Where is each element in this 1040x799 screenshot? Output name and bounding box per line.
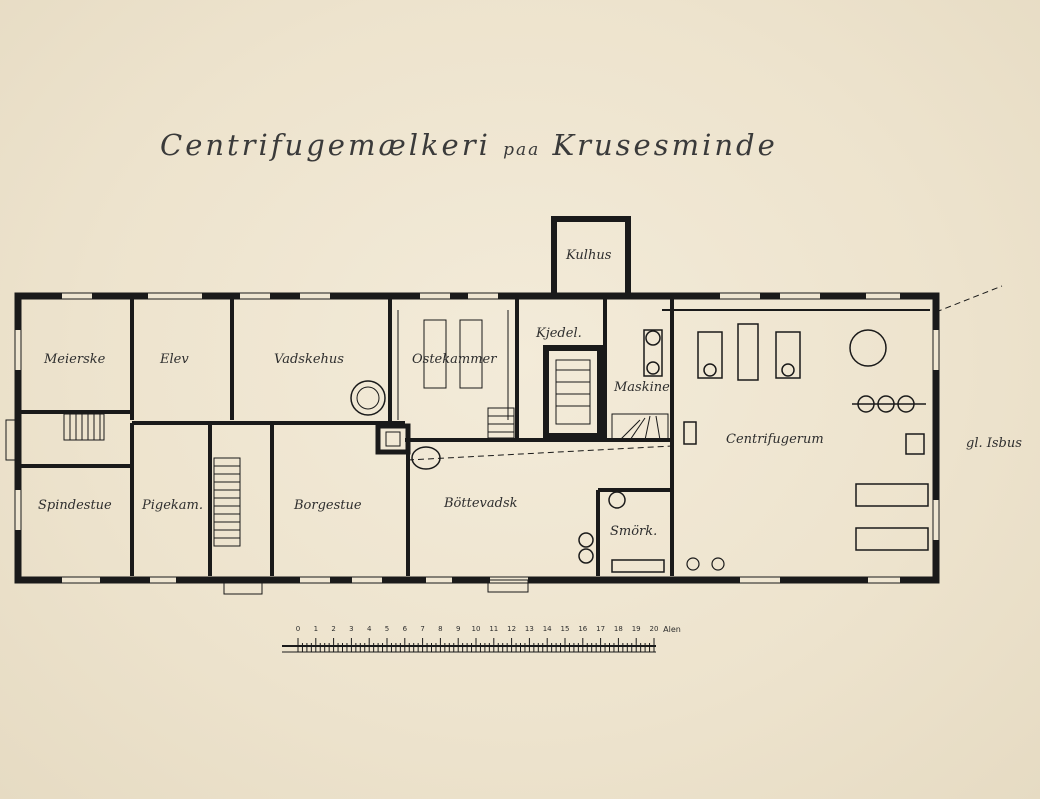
room-label-kjedel: Kjedel. <box>536 326 582 341</box>
scale-tick-label: 17 <box>596 625 606 633</box>
scale-tick-label: 6 <box>402 625 408 633</box>
chimney <box>375 423 411 455</box>
scale-tick-label: 19 <box>631 625 641 633</box>
scale-tick-label: 0 <box>295 625 301 633</box>
scale-tick-label: 15 <box>560 625 570 633</box>
room-label-meierske: Meierske <box>44 352 106 367</box>
scale-tick-label: 13 <box>524 625 534 633</box>
scale-tick-label: 9 <box>455 625 461 633</box>
room-label-elev: Elev <box>160 352 189 367</box>
trough <box>411 446 441 470</box>
steam-engine <box>643 329 663 377</box>
scale-tick-label: 11 <box>489 625 499 633</box>
scale-tick-label: 20 <box>649 625 659 633</box>
scale-tick-label: 4 <box>366 625 372 633</box>
room-label-ostekammer: Ostekammer <box>412 352 497 367</box>
room-label-spindestue: Spindestue <box>38 498 112 513</box>
scale-tick-label: 14 <box>542 625 552 633</box>
scale-tick-label: 18 <box>613 625 623 633</box>
room-label-bottevadsk: Böttevadsk <box>444 496 518 511</box>
title-main-left: Centrifugemælkeri <box>160 128 491 162</box>
drawing-title: Centrifugemælkeri paa Krusesminde <box>160 128 800 162</box>
room-label-maskine: Maskine <box>614 380 670 395</box>
scale-tick-label: 2 <box>331 625 336 633</box>
pump-group <box>852 395 926 413</box>
title-connector: paa <box>503 140 541 160</box>
room-label-centrifugerum: Centrifugerum <box>726 432 824 447</box>
scale-tick-label: 3 <box>349 625 354 633</box>
butter-churn <box>578 491 665 573</box>
wash-kettle <box>350 380 386 416</box>
room-label-vadskehus: Vadskehus <box>274 352 344 367</box>
scale-unit-label: Alen <box>663 625 681 634</box>
room-label-isbus: gl. Isbus <box>966 436 1022 451</box>
butter-tub-2 <box>855 527 929 551</box>
scale-tick-label: 5 <box>384 625 390 633</box>
scale-tick-label: 8 <box>438 625 443 633</box>
cheese-shelves <box>397 310 509 420</box>
room-label-smork: Smörk. <box>610 524 658 539</box>
scale-bar <box>282 638 656 653</box>
room-label-kulhus: Kulhus <box>566 248 612 263</box>
cooling-tank <box>849 329 887 367</box>
kulhus-wall <box>551 216 631 299</box>
butter-tub-1 <box>855 483 929 507</box>
scale-tick-label: 7 <box>420 625 425 633</box>
interior-walls <box>18 299 674 576</box>
scale-tick-label: 12 <box>507 625 517 633</box>
title-main-right: Krusesminde <box>552 128 778 162</box>
entrance-steps <box>5 419 529 595</box>
room-label-borgestue: Borgestue <box>294 498 362 513</box>
isbus-hatch <box>905 433 925 455</box>
scale-tick-label: 1 <box>313 625 319 633</box>
boiler <box>543 345 603 439</box>
drain-pipe <box>407 285 1003 461</box>
scale-tick-label: 10 <box>471 625 481 633</box>
scale-tick-label: 16 <box>578 625 588 633</box>
staircase <box>63 407 669 547</box>
room-label-pigekam: Pigekam. <box>142 498 204 513</box>
centrifuges <box>697 323 801 381</box>
